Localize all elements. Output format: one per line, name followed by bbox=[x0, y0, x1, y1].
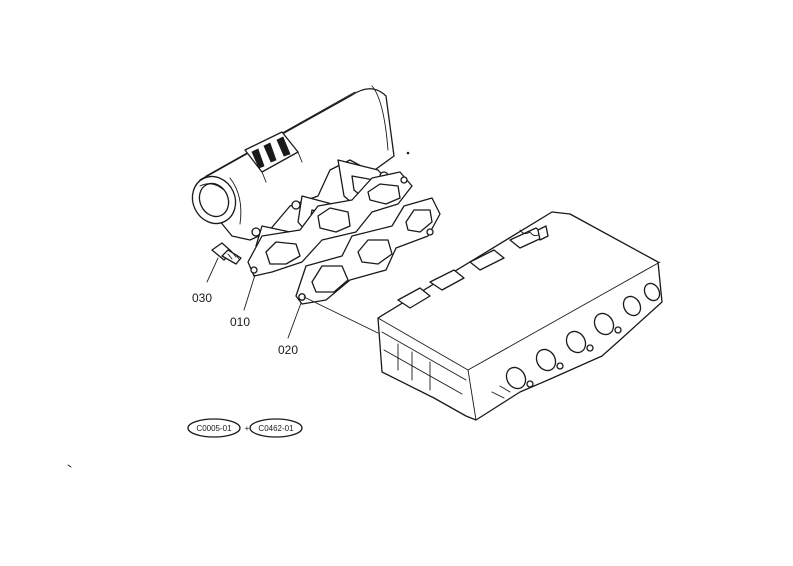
manifold-gasket-020 bbox=[295, 197, 441, 305]
cylinder-head bbox=[377, 211, 663, 421]
leader-030 bbox=[206, 257, 219, 283]
reference-separator: + bbox=[245, 424, 250, 433]
reference-code-1: C0005-01 bbox=[196, 424, 232, 433]
part-label-020: 020 bbox=[278, 343, 298, 357]
reference-oval-2 bbox=[249, 418, 303, 438]
assembly-line bbox=[303, 296, 379, 334]
part-label-030: 030 bbox=[192, 291, 212, 305]
reference-codes: C0005-01 + C0462-01 bbox=[187, 418, 303, 438]
bolt-030 bbox=[211, 242, 242, 265]
part-label-010: 010 bbox=[230, 315, 250, 329]
stray-mark bbox=[67, 464, 72, 468]
stray-dot bbox=[406, 151, 410, 155]
manifold-gasket-010 bbox=[247, 171, 413, 277]
leader-020 bbox=[287, 302, 302, 339]
reference-oval-1 bbox=[187, 418, 241, 438]
reference-code-2: C0462-01 bbox=[258, 424, 294, 433]
leader-lines bbox=[67, 151, 410, 468]
leader-010 bbox=[243, 274, 256, 311]
